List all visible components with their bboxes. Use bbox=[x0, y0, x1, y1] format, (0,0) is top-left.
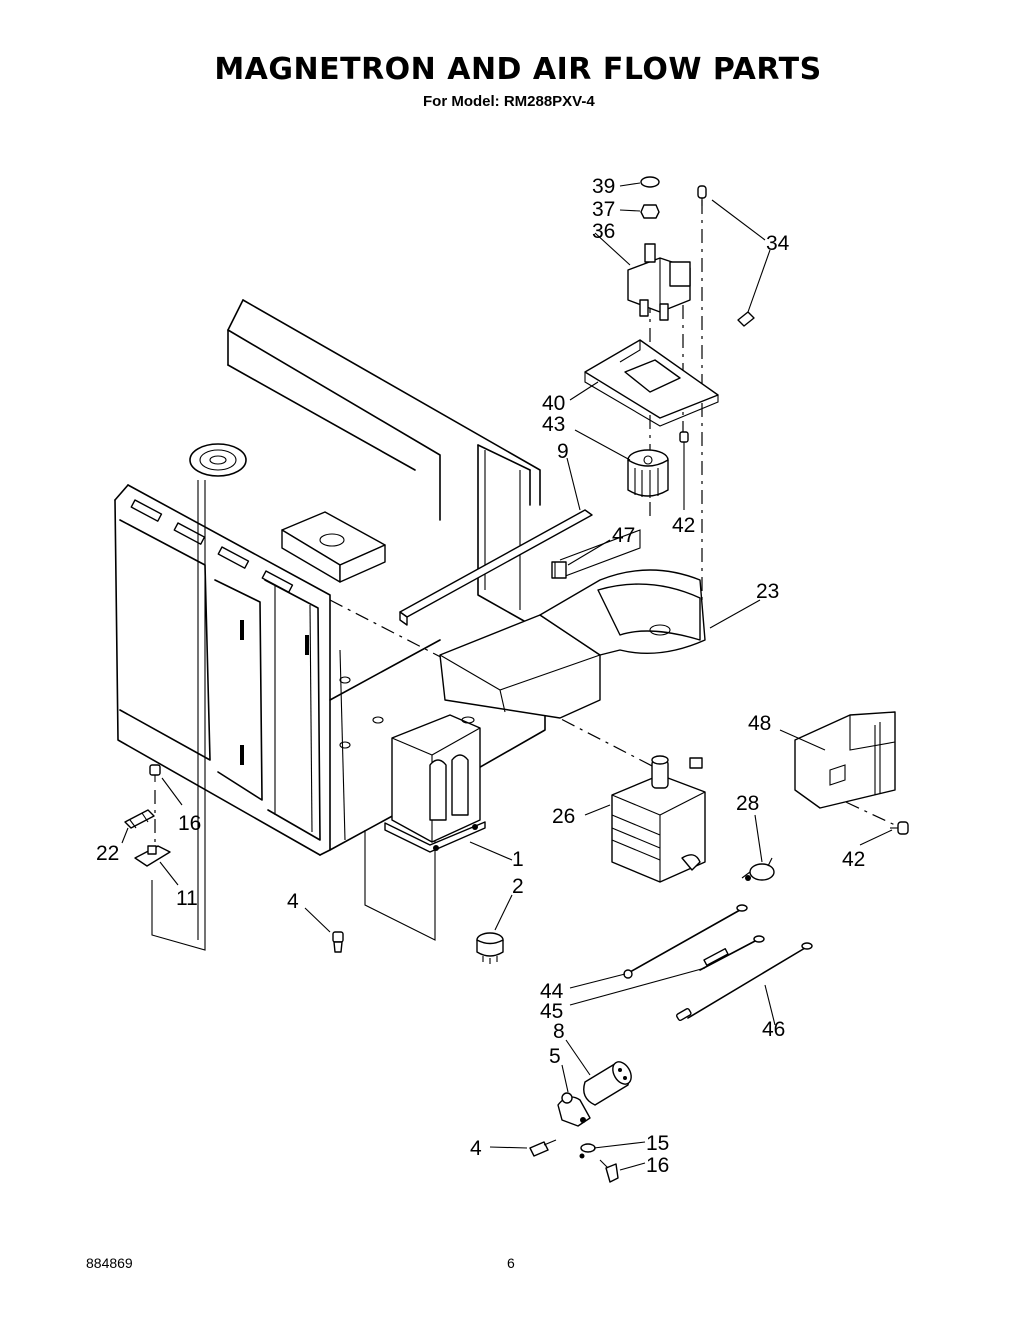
part-28-thermal-cutout bbox=[741, 857, 775, 881]
callout-39: 39 bbox=[592, 175, 615, 198]
part-23-air-duct bbox=[439, 529, 706, 719]
part-46-wire bbox=[676, 942, 813, 1022]
callout-11: 11 bbox=[176, 887, 198, 910]
part-5-bracket bbox=[557, 1092, 591, 1127]
part-8-capacitor bbox=[583, 1061, 632, 1106]
callout-28: 28 bbox=[736, 792, 759, 815]
callout-37: 37 bbox=[592, 198, 615, 221]
callout-4-lower: 4 bbox=[470, 1137, 482, 1160]
callout-15: 15 bbox=[646, 1132, 669, 1155]
part-4-screw-lower bbox=[529, 1139, 557, 1157]
callout-22: 22 bbox=[96, 842, 119, 865]
model-subtitle: For Model: RM288PXV-4 bbox=[423, 93, 595, 110]
part-42-screw-lower bbox=[890, 821, 909, 835]
callout-16-left: 16 bbox=[178, 812, 201, 835]
part-45-wire bbox=[699, 935, 765, 971]
part-37-nut bbox=[640, 204, 660, 219]
callout-46: 46 bbox=[762, 1018, 785, 1041]
part-48-bracket bbox=[794, 711, 896, 809]
part-40-bracket bbox=[584, 339, 719, 427]
callout-23: 23 bbox=[756, 580, 779, 603]
part-39-washer bbox=[640, 176, 660, 188]
callout-1: 1 bbox=[512, 848, 524, 871]
callout-8: 8 bbox=[553, 1020, 565, 1043]
oven-cabinet bbox=[114, 299, 546, 951]
part-47-clip bbox=[551, 561, 567, 579]
part-9-bar bbox=[399, 509, 593, 626]
callout-16-lower: 16 bbox=[646, 1154, 669, 1177]
part-34-screws bbox=[697, 185, 755, 327]
part-2-diode bbox=[476, 932, 504, 964]
part-16-screw bbox=[149, 764, 161, 782]
callout-labels: 39 37 36 34 40 43 9 42 47 23 48 26 28 42… bbox=[96, 175, 865, 1177]
part-36-fan-motor bbox=[627, 243, 691, 321]
part-42-screw-upper bbox=[679, 431, 689, 455]
callout-45: 45 bbox=[540, 1000, 563, 1023]
leader-lines bbox=[121, 182, 893, 1171]
part-1-transformer bbox=[384, 714, 486, 853]
callout-5: 5 bbox=[549, 1045, 561, 1068]
page-number: 6 bbox=[507, 1255, 515, 1271]
callout-43: 43 bbox=[542, 413, 565, 436]
document-number: 884869 bbox=[86, 1255, 133, 1271]
callout-9: 9 bbox=[557, 440, 569, 463]
callout-47: 47 bbox=[612, 524, 635, 547]
callout-42-lower: 42 bbox=[842, 848, 865, 871]
part-11-fuse-holder bbox=[134, 845, 171, 867]
part-15-washer bbox=[579, 1143, 596, 1159]
part-26-magnetron bbox=[611, 755, 706, 883]
callout-44: 44 bbox=[540, 980, 564, 1003]
part-44-wire bbox=[623, 904, 748, 979]
callout-26: 26 bbox=[552, 805, 575, 828]
alignment-lines bbox=[154, 200, 896, 845]
callout-42-upper: 42 bbox=[672, 514, 695, 537]
callout-40: 40 bbox=[542, 392, 565, 415]
part-43-fan-blade bbox=[627, 449, 669, 498]
callout-36: 36 bbox=[592, 220, 615, 243]
part-16-screw-lower bbox=[599, 1159, 619, 1183]
part-22-fuse bbox=[124, 809, 155, 829]
callout-34: 34 bbox=[766, 232, 790, 255]
callout-2: 2 bbox=[512, 875, 524, 898]
callout-4-left: 4 bbox=[287, 890, 299, 913]
part-4-screw-left bbox=[332, 931, 344, 953]
page-title: MAGNETRON AND AIR FLOW PARTS bbox=[214, 52, 822, 87]
callout-48: 48 bbox=[748, 712, 771, 735]
